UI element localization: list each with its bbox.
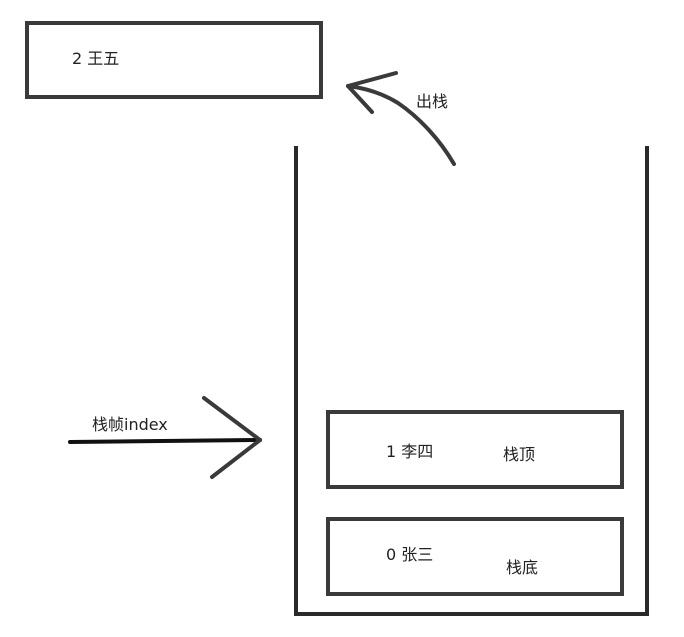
stack-bottom-tag: 栈底 [506, 558, 539, 577]
frame-pointer-label: 栈帧index [92, 415, 168, 434]
stack-element-label: 0 张三 [386, 545, 434, 564]
stack-container [294, 146, 649, 616]
stack-top-tag: 栈顶 [503, 445, 536, 464]
stack-element-bottom [326, 517, 624, 596]
frame-pointer-arrow-shaft [68, 438, 262, 444]
frame-pointer-arrow-head [202, 396, 262, 479]
pop-arrow-head [346, 71, 398, 114]
stack-element-label: 1 李四 [386, 442, 434, 461]
pop-label: 出栈 [416, 92, 449, 111]
popped-element-box [25, 21, 323, 99]
popped-element-label: 2 王五 [72, 49, 120, 68]
stack-element-top [326, 410, 624, 489]
pop-arrow-shaft [346, 84, 456, 166]
